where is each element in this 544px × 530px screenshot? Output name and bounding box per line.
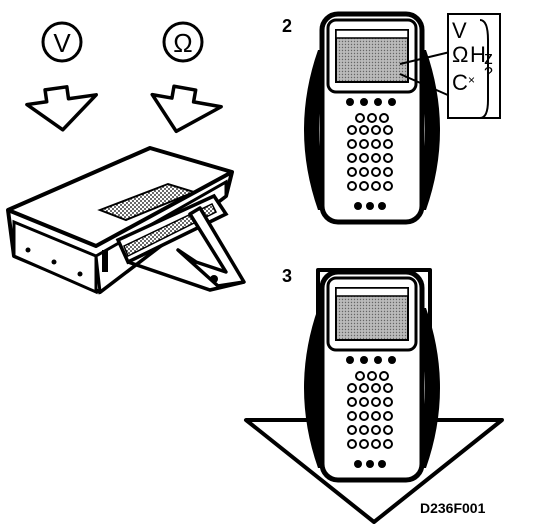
callout-volt: V [452, 18, 467, 43]
volt-symbol: V [41, 21, 83, 63]
tester-step-3 [304, 272, 440, 480]
module-rivet [77, 271, 83, 277]
module-label-plate [97, 182, 197, 222]
callout-line-top [399, 51, 451, 65]
display-callout: V Ω H z C × ? [447, 13, 501, 119]
bracket-support [127, 260, 245, 292]
callout-box [447, 13, 501, 119]
figure-id: D236F001 [420, 500, 486, 516]
bracket-bolt [210, 275, 218, 283]
volt-circle [41, 21, 83, 63]
module-rivet [25, 247, 31, 253]
callout-hertz-z: z [484, 48, 493, 68]
arrow-volt-down-icon [25, 85, 98, 132]
module-edge [7, 170, 233, 248]
callout-multiplier: × [468, 73, 475, 87]
module-rivet [51, 259, 57, 265]
ohm-symbol: Ω [162, 21, 204, 63]
callout-brace [479, 19, 489, 119]
ohm-circle [162, 21, 204, 63]
module-socket [102, 250, 108, 272]
callout-hertz-h: H [470, 42, 486, 67]
callout-ohm: Ω [452, 42, 468, 67]
volt-label: V [53, 28, 71, 58]
tester-step-2 [304, 14, 440, 222]
module-front-face [12, 219, 98, 295]
callout-question: ? [484, 65, 493, 82]
control-module [6, 146, 246, 295]
arrow-ohm-down-icon [150, 84, 223, 134]
callout-capacitance: C [452, 70, 468, 95]
step-2-label: 2 [282, 16, 292, 36]
ohm-label: Ω [173, 28, 192, 58]
callout-line-bottom [399, 73, 451, 97]
step-3-label: 3 [282, 266, 292, 286]
